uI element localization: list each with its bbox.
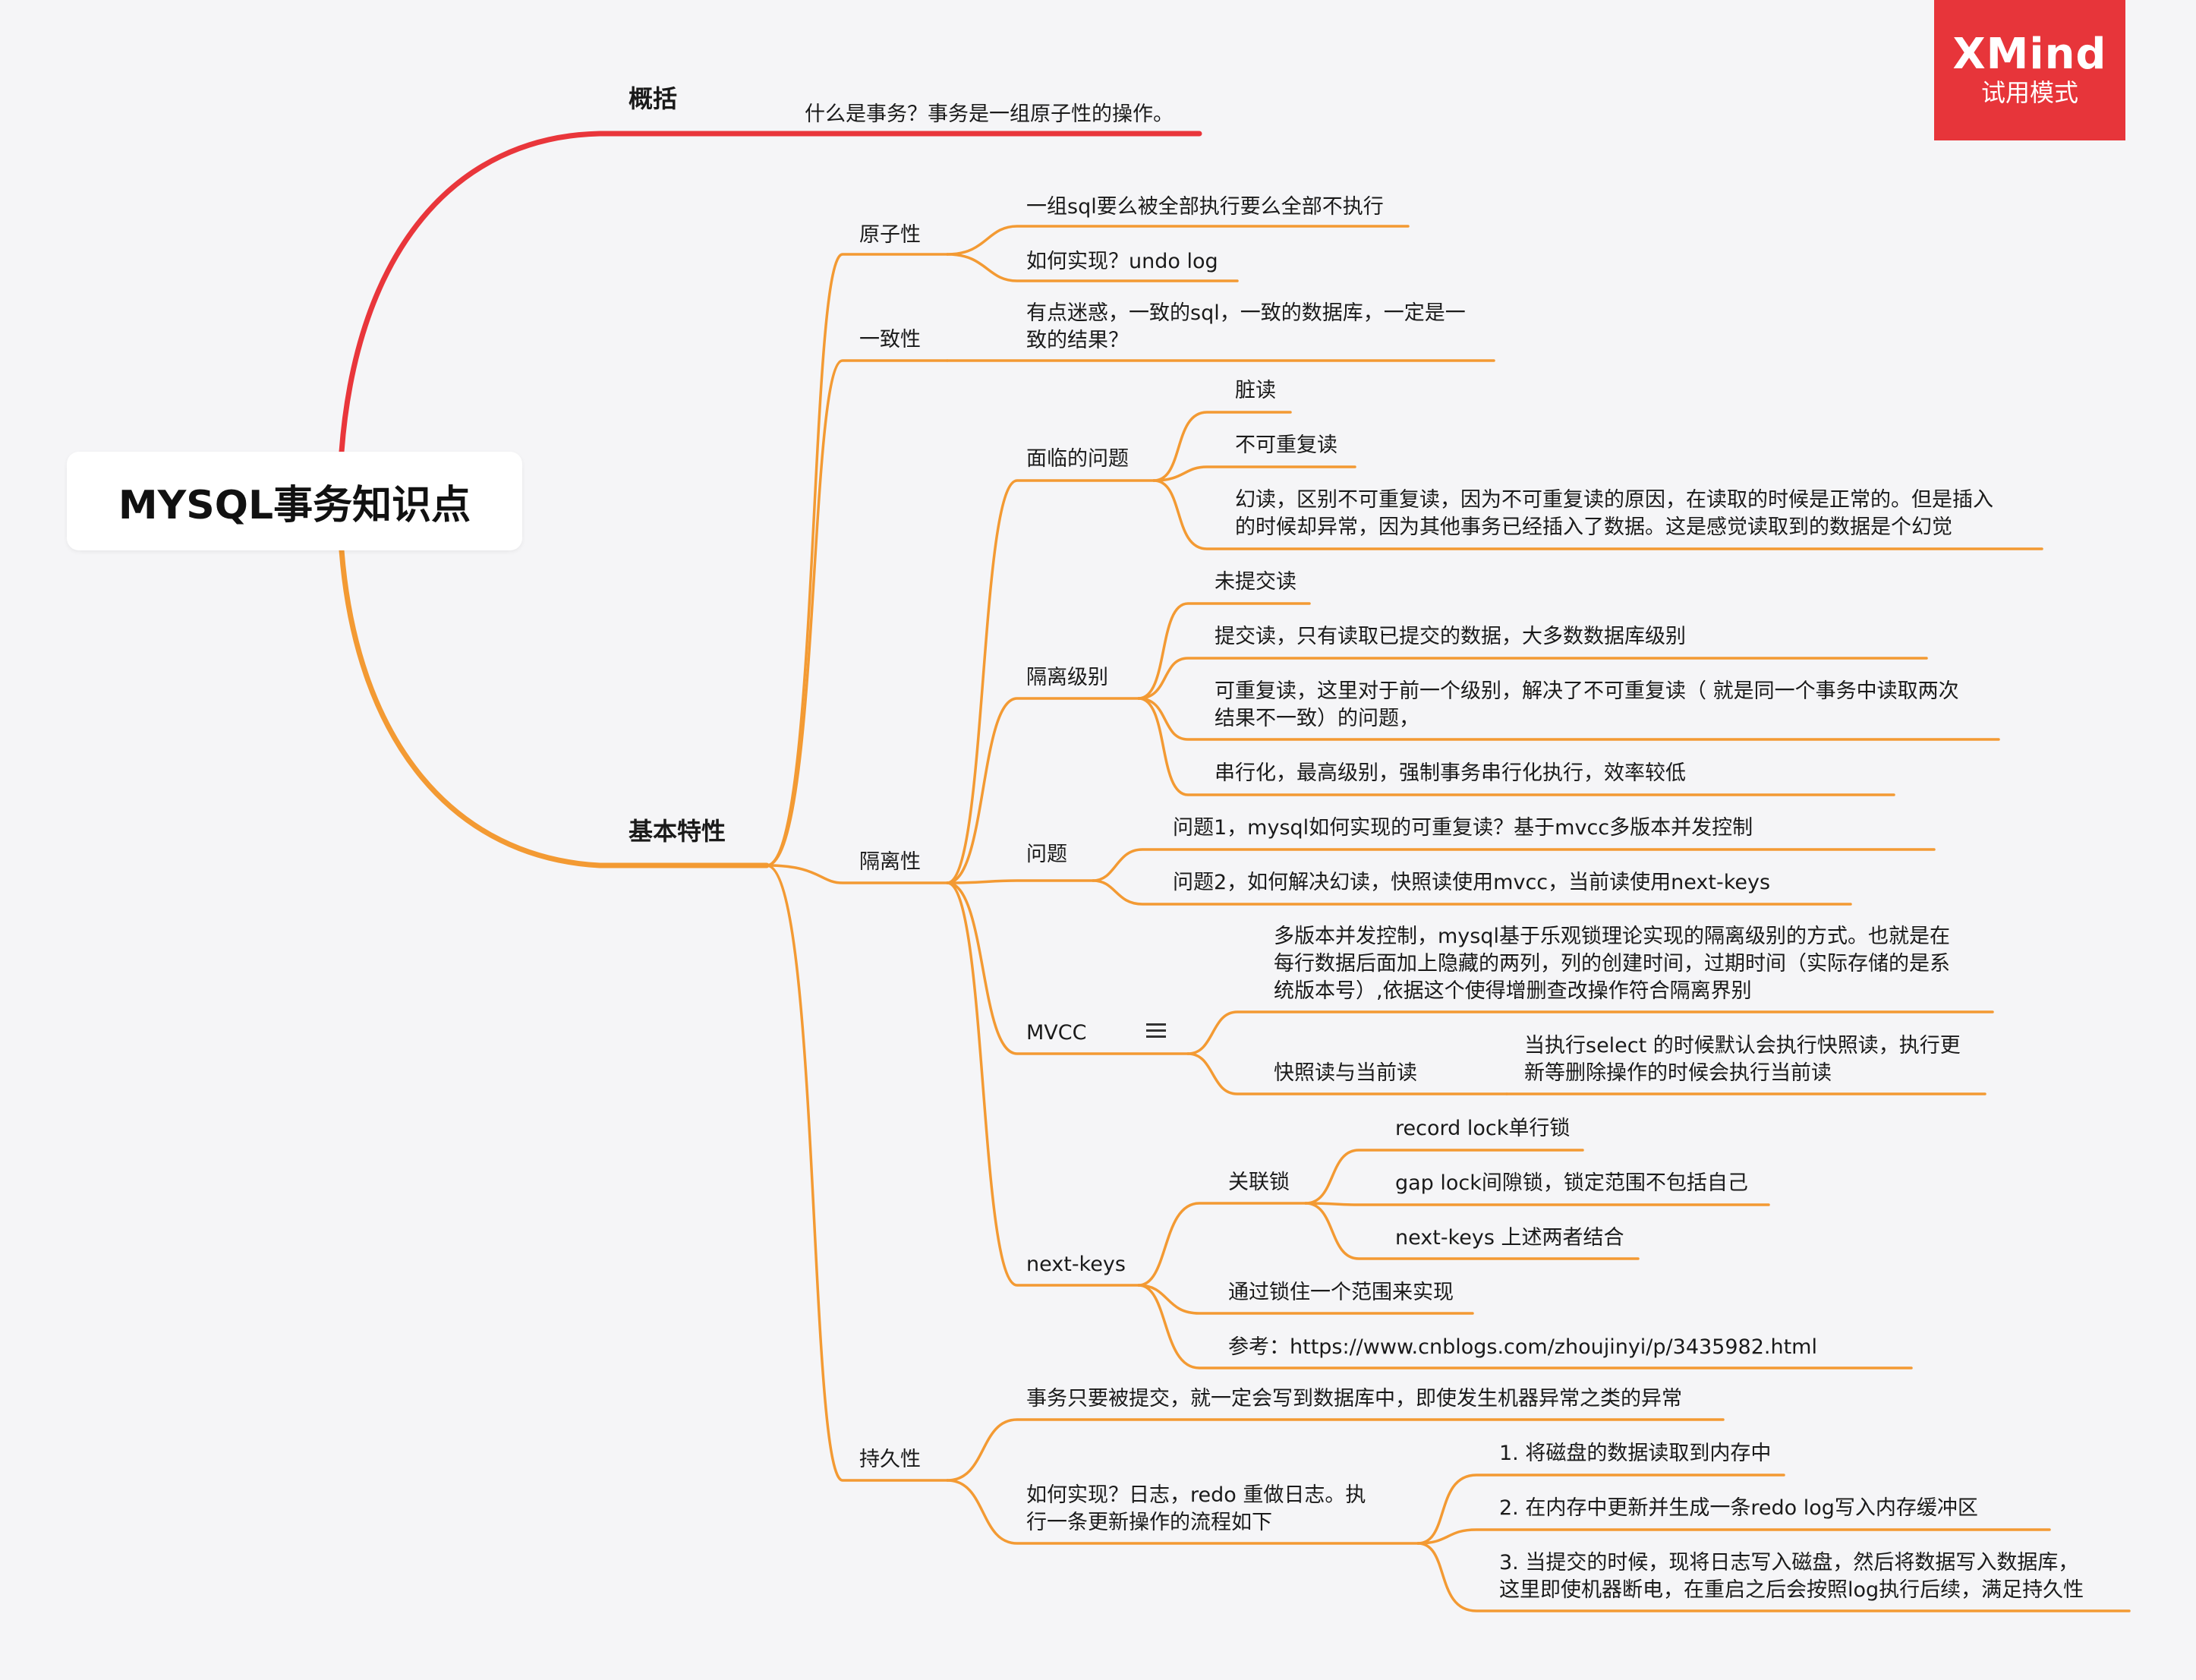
mvcc-description[interactable]: 多版本并发控制，mysql基于乐观锁理论实现的隔离级别的方式。也就是在 每行数据…: [1274, 923, 1950, 1005]
link-levels-l1: [1137, 602, 1311, 700]
topic-related-locks[interactable]: 关联锁: [1228, 1171, 1290, 1194]
xmind-trial-badge: XMind 试用模式: [1934, 0, 2125, 140]
topic-isolation-levels[interactable]: 隔离级别: [1026, 666, 1108, 689]
text-line: 结果不一致）的问题，: [1215, 707, 1419, 730]
durability-text[interactable]: 事务只要被提交，就一定会写到数据库中，即使发生机器异常之类的异常: [1026, 1387, 1682, 1411]
level-read-committed[interactable]: 提交读，只有读取已提交的数据，大多数数据库级别: [1215, 625, 1686, 648]
link-levels-l3: [1137, 697, 2000, 741]
link-questions-q2: [1092, 879, 1852, 906]
next-keys-how[interactable]: 通过锁住一个范围来实现: [1228, 1281, 1454, 1304]
topic-isolation[interactable]: 隔离性: [859, 850, 921, 874]
topic-basics[interactable]: 基本特性: [629, 817, 726, 846]
trial-mode-label: 试用模式: [1980, 78, 2078, 107]
topic-mvcc[interactable]: MVCC: [1026, 1021, 1087, 1045]
root-topic-label: MYSQL事务知识点: [118, 482, 471, 528]
topic-next-keys[interactable]: next-keys: [1026, 1253, 1126, 1276]
link-locks-k2: [1304, 1202, 1770, 1206]
link-locks-k1: [1304, 1149, 1584, 1205]
link-mvcc-desc: [1186, 1010, 1994, 1055]
durability-how[interactable]: 如何实现？日志，redo 重做日志。执 行一条更新操作的流程如下: [1026, 1482, 1366, 1537]
level-serializable[interactable]: 串行化，最高级别，强制事务串行化执行，效率较低: [1215, 761, 1686, 785]
text-line: 行一条更新操作的流程如下: [1026, 1511, 1272, 1534]
link-isolation-mvcc: [946, 881, 1189, 1055]
problem-phantom-read[interactable]: 幻读，区别不可重复读，因为不可重复读的原因，在读取的时候是正常的。但是插入 的时…: [1235, 487, 1993, 541]
link-durability-d1: [946, 1418, 1725, 1482]
link-basics-atomicity: [765, 253, 949, 867]
topic-consistency[interactable]: 一致性: [859, 328, 921, 351]
text-line: 新等删除操作的时候会执行当前读: [1524, 1061, 1832, 1085]
topic-overview-text[interactable]: 什么是事务？事务是一组原子性的操作。: [805, 102, 1174, 126]
link-questions-q1: [1092, 848, 1936, 882]
link-root-overview: [339, 131, 1202, 455]
link-isolation-problems: [946, 479, 1155, 884]
note-icon[interactable]: [1146, 1023, 1166, 1040]
lock-item[interactable]: gap lock间隙锁，锁定范围不包括自己: [1395, 1171, 1748, 1195]
redo-step[interactable]: 3. 当提交的时候，现将日志写入磁盘，然后将数据写入数据库， 这里即使机器断电，…: [1499, 1549, 2084, 1604]
text-line: 致的结果？: [1026, 329, 1129, 352]
link-levels-l2: [1137, 657, 1928, 700]
link-locks-k3: [1304, 1202, 1640, 1260]
text-line: 3. 当提交的时候，现将日志写入磁盘，然后将数据写入数据库，: [1499, 1551, 2079, 1574]
consistency-note[interactable]: 有点迷惑，一致的sql，一致的数据库，一定是一 致的结果？: [1026, 300, 1466, 355]
problem-nonrepeatable-read[interactable]: 不可重复读: [1235, 433, 1337, 457]
level-read-uncommitted[interactable]: 未提交读: [1215, 570, 1296, 594]
topic-problems[interactable]: 面临的问题: [1026, 447, 1129, 471]
text-line: 每行数据后面加上隐藏的两列，列的创建时间，过期时间（实际存储的是系: [1274, 952, 1950, 976]
topic-snapshot-read[interactable]: 快照读与当前读: [1274, 1061, 1417, 1085]
link-problems-p1: [1152, 411, 1292, 482]
text-line: 统版本号）,依据这个使得增删查改操作符合隔离界别: [1274, 979, 1752, 1003]
link-nextkeys-how: [1137, 1284, 1474, 1315]
question-item[interactable]: 问题1，mysql如何实现的可重复读？基于mvcc多版本并发控制: [1173, 816, 1753, 840]
link-atomicity-a1: [946, 225, 1410, 256]
link-basics-consistency: [765, 359, 949, 867]
link-d2-s1: [1416, 1474, 1785, 1545]
link-d2-s3: [1416, 1542, 2131, 1612]
atomicity-item[interactable]: 一组sql要么被全部执行要么全部不执行: [1026, 195, 1384, 219]
link-mvcc-snapshot: [1186, 1052, 1508, 1095]
link-durability-d2: [946, 1479, 1419, 1545]
text-line: 当执行select 的时候默认会执行快照读，执行更: [1524, 1034, 1961, 1057]
text-line: 有点迷惑，一致的sql，一致的数据库，一定是一: [1026, 301, 1466, 325]
question-item[interactable]: 问题2，如何解决幻读，快照读使用mvcc，当前读使用next-keys: [1173, 871, 1771, 894]
redo-step[interactable]: 1. 将磁盘的数据读取到内存中: [1499, 1442, 1772, 1465]
link-problems-p2: [1152, 465, 1356, 482]
text-line: 可重复读，这里对于前一个级别，解决了不可重复读（ 就是同一个事务中读取两次: [1215, 679, 1959, 703]
link-root-basics: [339, 547, 770, 868]
link-nextkeys-ref: [1137, 1284, 1913, 1370]
text-line: 幻读，区别不可重复读，因为不可重复读的原因，在读取的时候是正常的。但是插入: [1235, 488, 1993, 512]
link-isolation-nextkeys: [946, 881, 1140, 1287]
lock-item[interactable]: next-keys 上述两者结合: [1395, 1226, 1624, 1250]
link-isolation-levels: [946, 697, 1140, 884]
link-nextkeys-locks: [1137, 1202, 1307, 1287]
link-basics-durability: [765, 864, 949, 1482]
text-line: 如何实现？日志，redo 重做日志。执: [1026, 1483, 1366, 1507]
text-line: 这里即使机器断电，在重启之后会按照log执行后续，满足持久性: [1499, 1578, 2084, 1602]
link-basics-isolation: [765, 864, 949, 884]
redo-step[interactable]: 2. 在内存中更新并生成一条redo log写入内存缓冲区: [1499, 1496, 1978, 1520]
link-d2-s2: [1416, 1528, 2051, 1545]
atomicity-item[interactable]: 如何实现？undo log: [1026, 250, 1218, 273]
link-problems-p3: [1152, 479, 2043, 550]
topic-questions[interactable]: 问题: [1026, 843, 1067, 866]
snapshot-read-detail[interactable]: 当执行select 的时候默认会执行快照读，执行更 新等删除操作的时候会执行当前…: [1524, 1032, 1961, 1087]
problem-dirty-read[interactable]: 脏读: [1235, 379, 1276, 402]
text-line: 的时候却异常，因为其他事务已经插入了数据。这是感觉读取到的数据是个幻觉: [1235, 515, 1952, 539]
next-keys-reference-link[interactable]: 参考：https://www.cnblogs.com/zhoujinyi/p/3…: [1228, 1335, 1817, 1359]
level-repeatable-read[interactable]: 可重复读，这里对于前一个级别，解决了不可重复读（ 就是同一个事务中读取两次 结果…: [1215, 678, 1959, 733]
lock-item[interactable]: record lock单行锁: [1395, 1117, 1571, 1140]
link-atomicity-a2: [946, 253, 1239, 282]
link-isolation-questions: [946, 879, 1095, 884]
topic-durability[interactable]: 持久性: [859, 1448, 921, 1471]
link-levels-l4: [1137, 697, 1895, 796]
topic-atomicity[interactable]: 原子性: [859, 223, 921, 247]
root-topic[interactable]: MYSQL事务知识点: [67, 452, 522, 550]
topic-overview[interactable]: 概括: [629, 84, 678, 113]
xmind-logo: XMind: [1952, 30, 2107, 79]
text-line: 多版本并发控制，mysql基于乐观锁理论实现的隔离级别的方式。也就是在: [1274, 925, 1950, 948]
